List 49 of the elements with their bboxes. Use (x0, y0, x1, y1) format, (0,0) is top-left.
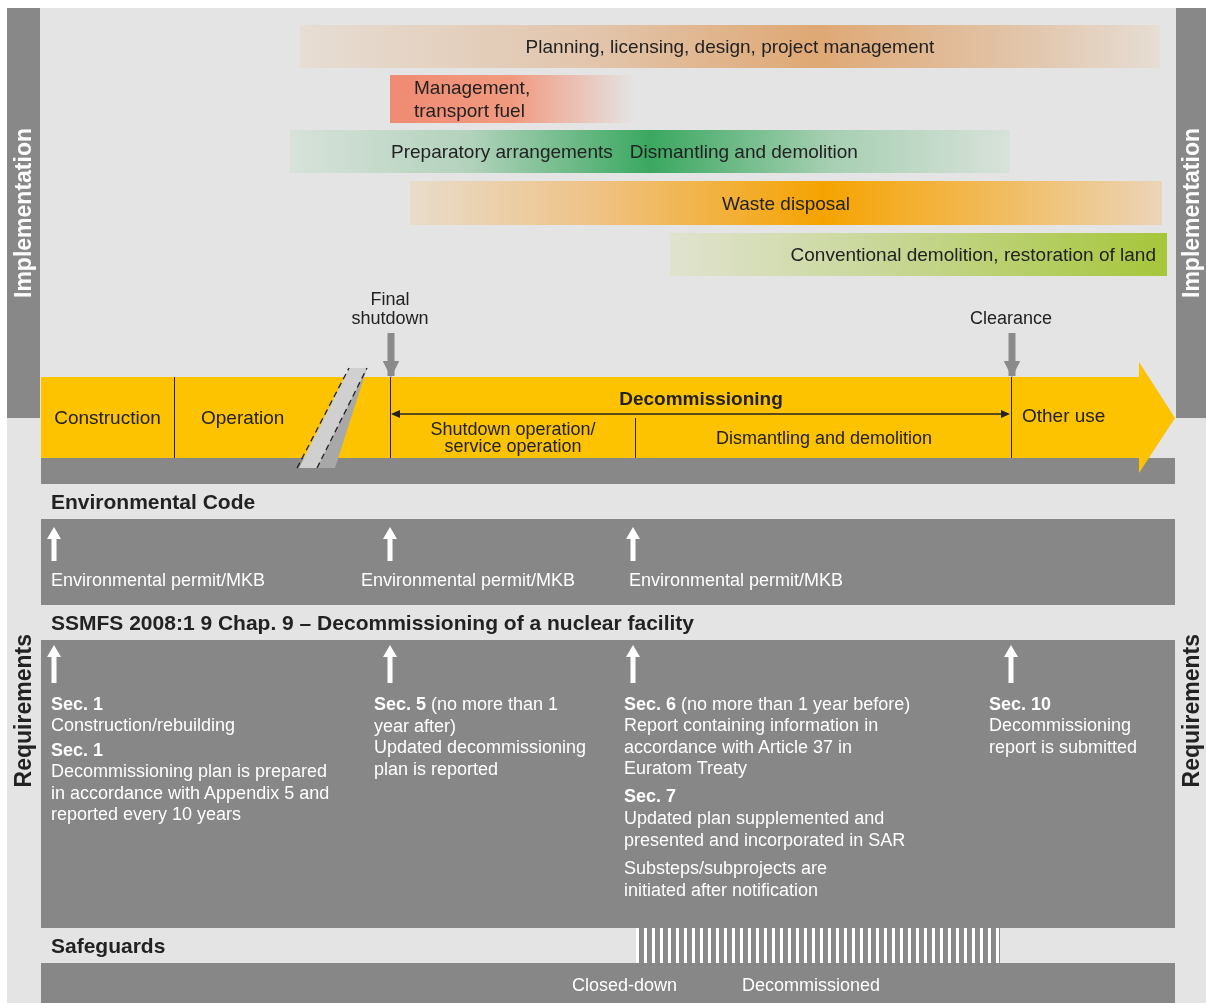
phase-segment (41, 377, 174, 458)
band-label: Requirements (1177, 633, 1205, 788)
requirement-text: Closed-down (572, 975, 678, 997)
requirement-text: Decommissioning plan is prepared in accordance with Appendix 5 and reported every 10 years (51, 761, 331, 826)
requirement-section (41, 928, 1175, 1003)
requirement-section (41, 605, 1175, 928)
requirement-text: Sec. 6 (no more than 1 year before) (624, 694, 912, 716)
bar-label: Preparatory arrangements (391, 140, 613, 163)
side-band (1176, 8, 1206, 418)
requirement-text: Sec. 1 (51, 740, 104, 762)
bar-label: Conventional demolition, restoration of land (790, 243, 1156, 266)
requirement-text: Environmental permit/MKB (361, 570, 576, 592)
activity-bar (410, 181, 1162, 225)
phase-label: Construction (54, 406, 161, 429)
milestone-label: Clearance (969, 309, 1052, 328)
requirement-text: Construction/rebuilding (51, 715, 236, 737)
requirement-text: Updated decommissioning plan is reported (374, 737, 588, 780)
bar-label: Management, transport fuel (414, 76, 532, 122)
requirement-section (41, 484, 1175, 605)
requirement-text: Sec. 7 (624, 786, 677, 808)
band-label: Requirements (10, 633, 37, 788)
phase-segment (390, 377, 1011, 458)
requirement-text: Decommissioning report is submitted (989, 715, 1139, 758)
phase-label: Dismantling and demolition (715, 429, 933, 447)
requirement-text: Sec. 10 (989, 694, 1052, 716)
requirement-text: Sec. 5 (no more than 1 year after) (374, 694, 560, 737)
band-label: Implementation (1177, 128, 1205, 298)
phase-label: Other use (1022, 404, 1106, 427)
bar-label: Waste disposal (721, 191, 851, 215)
requirement-text: Report containing information in accordance with Article 37 in Euratom Treaty (624, 715, 880, 780)
requirement-text: Environmental permit/MKB (51, 570, 266, 592)
phase-title: Decommissioning (618, 388, 784, 410)
milestone-label: Final shutdown (350, 290, 430, 328)
section-heading: Environmental Code (41, 484, 1175, 519)
activity-bar (670, 233, 1167, 276)
requirement-text: Updated plan supplemented and presented and incorporated in SAR (624, 808, 907, 851)
requirement-text: Sec. 1 (51, 694, 104, 716)
section-heading: SSMFS 2008:1 9 Chap. 9 – Decommissioning of a nuclear facility (41, 605, 1175, 640)
requirement-text: Substeps/subprojects are initiated after notification (624, 858, 829, 901)
activity-bar (300, 25, 1160, 68)
bar-label: Planning, licensing, design, project management (525, 35, 935, 58)
activity-bar (290, 130, 1010, 173)
phase-label: Shutdown operation/ service operation (429, 421, 597, 455)
band-label: Implementation (10, 128, 37, 298)
side-band (7, 8, 40, 418)
phase-label: Operation (201, 406, 285, 429)
requirement-text: Decommissioned (742, 975, 881, 997)
bar-label: Dismantling and demolition (629, 140, 858, 163)
requirement-text: Environmental permit/MKB (629, 570, 844, 592)
